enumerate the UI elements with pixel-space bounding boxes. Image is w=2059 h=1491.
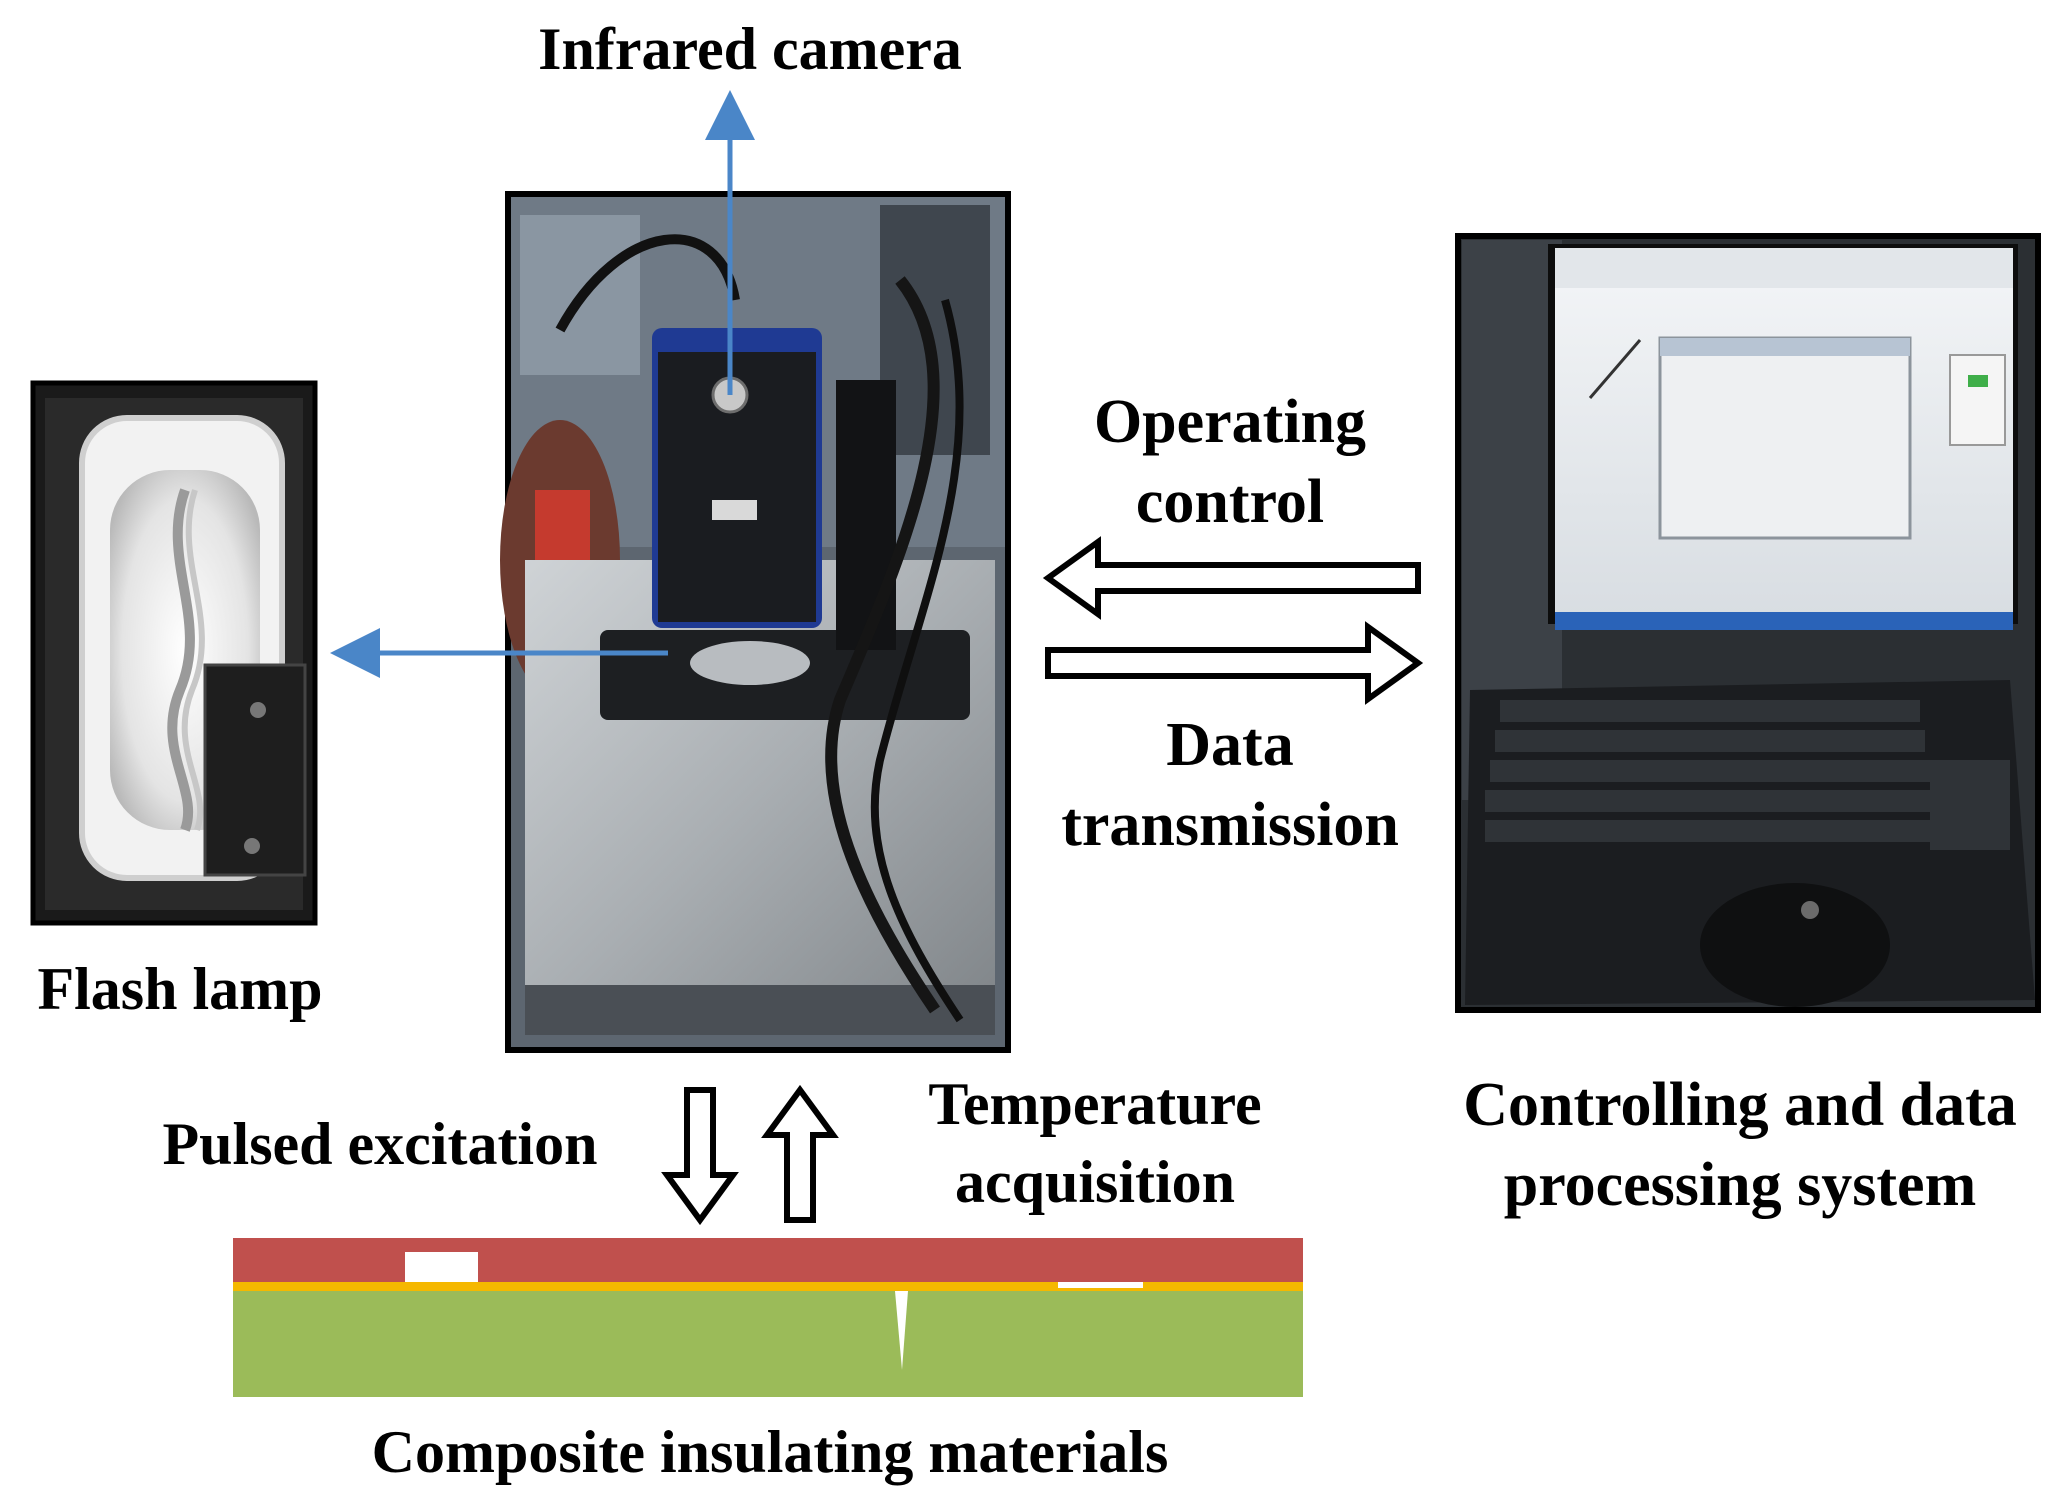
temperature-acquisition-arrow: [761, 1084, 839, 1223]
controlling-system-label: Controlling and data processing system: [1430, 1065, 2050, 1225]
operating-control-arrow: [1042, 536, 1421, 620]
temperature-acquisition-line2: acquisition: [954, 1149, 1236, 1215]
pulsed-excitation-label: Pulsed excitation: [162, 1111, 598, 1177]
composite-specimen: [233, 1238, 1303, 1397]
delamination-defect: [405, 1252, 478, 1282]
laptop-photo: [1455, 233, 2041, 1013]
temperature-acquisition-line1: Temperature: [928, 1071, 1262, 1137]
controlling-system-line1: Controlling and data: [1463, 1071, 2017, 1139]
crack-defect: [895, 1291, 908, 1370]
data-transmission-line1: Data: [1166, 711, 1294, 779]
debonding-defect: [1058, 1282, 1143, 1288]
data-transmission-line2: transmission: [1061, 791, 1399, 859]
flash-lamp-photo: [30, 380, 318, 926]
operating-control-line1: Operating: [1093, 388, 1367, 456]
operating-control-label: Operating control: [1040, 382, 1420, 542]
pulsed-excitation-arrow: [661, 1087, 739, 1226]
data-transmission-label: Data transmission: [1030, 705, 1430, 865]
data-transmission-arrow: [1045, 621, 1424, 705]
temperature-acquisition-label: Temperature acquisition: [890, 1065, 1300, 1221]
controlling-system-line2: processing system: [1503, 1151, 1977, 1219]
operating-control-line2: control: [1135, 468, 1325, 536]
flash-lamp-label: Flash lamp: [37, 956, 323, 1022]
thermography-rig-photo: [500, 191, 1011, 1053]
infrared-camera-label: Infrared camera: [538, 16, 962, 82]
composite-materials-label: Composite insulating materials: [371, 1419, 1169, 1485]
